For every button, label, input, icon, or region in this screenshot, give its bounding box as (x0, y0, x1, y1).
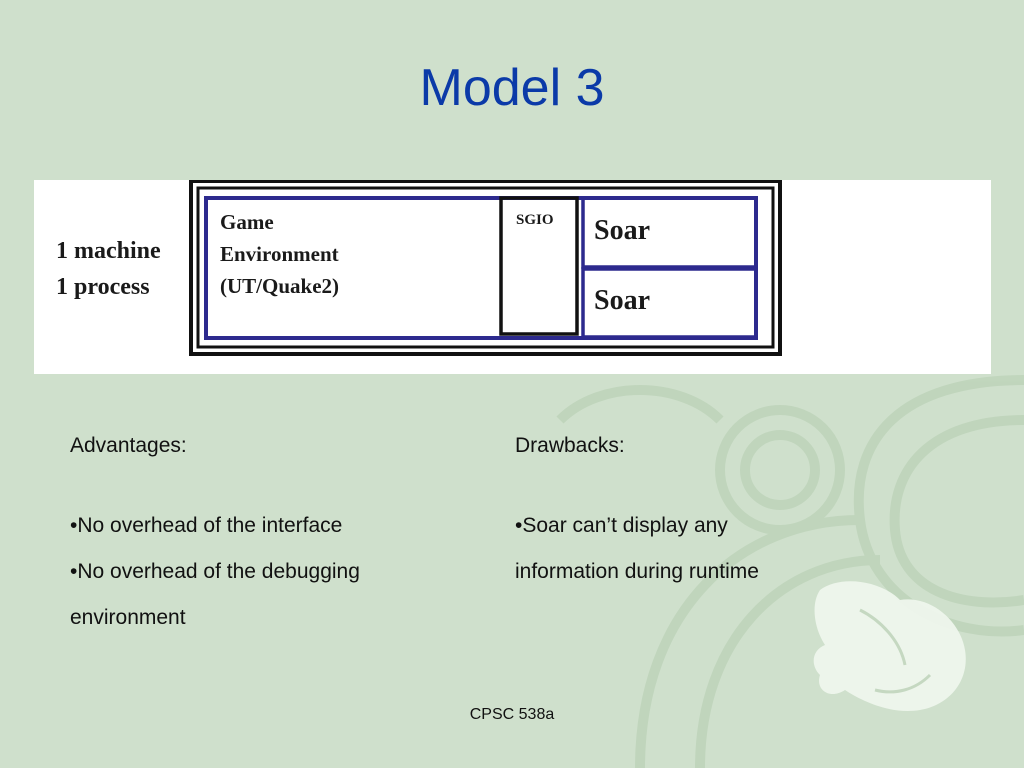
game-label-line3: (UT/Quake2) (220, 274, 339, 298)
soar-box-bottom (581, 267, 758, 339)
sgio-box (499, 196, 579, 336)
advantage-item: •No overhead of the debugging (70, 560, 360, 583)
soar-label-bottom: Soar (594, 285, 650, 316)
advantages-heading: Advantages: (70, 434, 187, 457)
process-label: 1 process (56, 274, 150, 300)
drawback-item: •Soar can’t display any (515, 514, 728, 537)
advantage-item: environment (70, 606, 186, 629)
inner-frame (196, 186, 775, 349)
advantage-item: •No overhead of the interface (70, 514, 343, 537)
slide-footer: CPSC 538a (469, 706, 555, 723)
advantages-list: •No overhead of the interface •No overhe… (70, 503, 490, 641)
machine-label: 1 machine (56, 238, 161, 264)
soar-box-top (581, 196, 758, 269)
game-label-line2: Environment (220, 242, 339, 266)
outer-frame (189, 180, 782, 356)
drawback-item: information during runtime (515, 560, 759, 583)
sgio-label: SGIO (516, 212, 554, 228)
game-label-line1: Game (220, 210, 274, 234)
dragon-detail-icon (859, 608, 932, 694)
soar-label-top: Soar (594, 215, 650, 246)
architecture-diagram: 1 machine 1 process Game Environment (UT… (34, 180, 991, 374)
drawbacks-heading: Drawbacks: (515, 434, 625, 457)
drawbacks-list: •Soar can’t display any information duri… (515, 503, 915, 595)
slide-title: Model 3 (419, 59, 605, 117)
diagram-canvas: 1 machine 1 process Game Environment (UT… (56, 180, 782, 356)
